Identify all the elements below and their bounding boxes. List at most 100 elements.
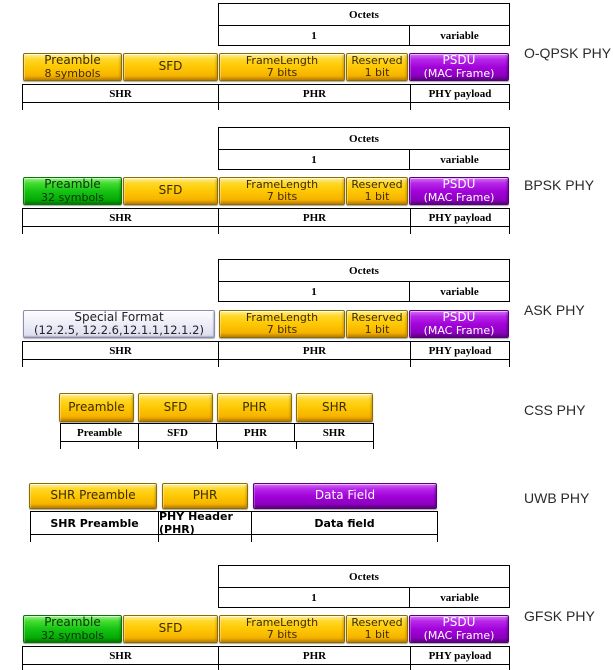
block-sublabel: 1 bit xyxy=(364,323,390,336)
block-sublabel: 32 symbols xyxy=(41,190,104,204)
octets-title: Octets xyxy=(219,260,509,282)
phy-type-label: ASK PHY xyxy=(524,302,585,318)
octets-table: Octets 1 variable xyxy=(218,127,510,170)
shr-cell: SHR xyxy=(23,85,219,102)
tick xyxy=(218,102,219,110)
block-label: PHR xyxy=(192,488,218,503)
phr-cell: PHR xyxy=(219,647,411,664)
phy-payload-cell: PHY payload xyxy=(428,87,492,100)
block-phr: PHR xyxy=(217,393,292,422)
block-label: Data Field xyxy=(314,488,376,503)
block-label: PSDU xyxy=(442,310,476,325)
block-label: SFD xyxy=(158,621,183,636)
block-sublabel: 7 bits xyxy=(266,66,298,79)
phy-type-label: UWB PHY xyxy=(524,490,590,506)
tick xyxy=(437,534,438,542)
block-phr: PHR xyxy=(162,483,248,509)
phy-payload-cell: PHY payload xyxy=(428,344,492,357)
tick xyxy=(410,102,411,110)
tick xyxy=(138,441,139,449)
block-framelength: FrameLength 7 bits xyxy=(219,615,345,643)
phr-cell: PHR xyxy=(219,209,411,226)
tick xyxy=(509,359,510,367)
phy-header-cell: PHY Header (PHR) xyxy=(159,510,252,536)
shr-cell: SHR xyxy=(322,426,346,439)
block-label: FrameLength xyxy=(245,310,319,324)
block-label: Reserved xyxy=(351,53,403,67)
block-sublabel: 8 symbols xyxy=(44,66,101,80)
block-label: PSDU xyxy=(442,53,476,68)
octets-col-1: 1 xyxy=(219,588,410,608)
preamble-cell: Preamble xyxy=(61,424,139,441)
phy-type-label: O-QPSK PHY xyxy=(524,45,612,61)
block-preamble: Preamble 32 symbols xyxy=(23,177,122,205)
phr-cell: PHR xyxy=(219,342,411,359)
block-shr-preamble: SHR Preamble xyxy=(29,483,157,509)
block-data-field: Data Field xyxy=(253,483,437,509)
block-label: PSDU xyxy=(442,177,476,192)
block-psdu: PSDU (MAC Frame) xyxy=(409,615,509,643)
octets-table: Octets 1 variable xyxy=(218,3,510,46)
octets-table: Octets 1 variable xyxy=(218,259,510,302)
block-framelength: FrameLength 7 bits xyxy=(219,53,345,81)
block-sublabel: (MAC Frame) xyxy=(423,628,495,642)
tick xyxy=(218,664,219,670)
phr-cell: PHR xyxy=(219,85,411,102)
tick xyxy=(217,441,218,449)
tick xyxy=(509,664,510,670)
tick xyxy=(410,226,411,234)
block-label: FrameLength xyxy=(245,615,319,629)
block-psdu: PSDU (MAC Frame) xyxy=(409,177,509,205)
block-sublabel: 7 bits xyxy=(266,190,298,203)
shr-preamble-cell: SHR Preamble xyxy=(31,512,159,534)
tick xyxy=(410,359,411,367)
block-reserved: Reserved 1 bit xyxy=(346,615,408,643)
octets-table: Octets 1 variable xyxy=(218,565,510,608)
block-sfd: SFD xyxy=(123,53,218,81)
structure-row: SHR PHR PHY payload xyxy=(22,84,510,103)
tick xyxy=(296,441,297,449)
octets-col-1: 1 xyxy=(219,26,410,46)
block-psdu: PSDU (MAC Frame) xyxy=(409,53,509,81)
block-reserved: Reserved 1 bit xyxy=(346,53,408,81)
tick xyxy=(251,534,252,542)
tick xyxy=(60,441,61,449)
phr-cell: PHR xyxy=(217,424,295,441)
octets-col-variable: variable xyxy=(440,154,479,166)
block-label: Reserved xyxy=(351,310,403,324)
block-sublabel: (12.2.5, 12.2.6,12.1.1,12.1.2) xyxy=(34,323,204,338)
structure-row: SHR PHR PHY payload xyxy=(22,208,510,227)
octets-col-1: 1 xyxy=(219,150,410,170)
block-psdu: PSDU (MAC Frame) xyxy=(409,310,509,338)
block-preamble: Preamble 8 symbols xyxy=(23,53,122,81)
block-sfd: SFD xyxy=(138,393,213,422)
block-label: Preamble xyxy=(44,53,101,68)
block-label: SFD xyxy=(163,399,188,414)
tick xyxy=(509,102,510,110)
block-label: Preamble xyxy=(68,399,125,414)
phy-type-label: GFSK PHY xyxy=(524,608,595,624)
block-label: SHR Preamble xyxy=(50,488,136,503)
block-sublabel: 7 bits xyxy=(266,628,298,641)
block-label: Reserved xyxy=(351,177,403,191)
tick xyxy=(22,226,23,234)
block-sfd: SFD xyxy=(123,615,218,643)
block-sublabel: 7 bits xyxy=(266,323,298,336)
block-label: PSDU xyxy=(442,615,476,630)
block-label: PHR xyxy=(242,399,267,414)
tick xyxy=(22,664,23,670)
block-framelength: FrameLength 7 bits xyxy=(219,310,345,338)
octets-col-variable: variable xyxy=(440,592,479,604)
data-field-cell: Data field xyxy=(314,516,375,530)
block-label: SHR xyxy=(322,399,347,414)
phy-payload-cell: PHY payload xyxy=(428,211,492,224)
tick xyxy=(22,359,23,367)
block-label: SFD xyxy=(158,183,183,198)
shr-cell: SHR xyxy=(23,209,219,226)
block-shr: SHR xyxy=(296,393,373,422)
